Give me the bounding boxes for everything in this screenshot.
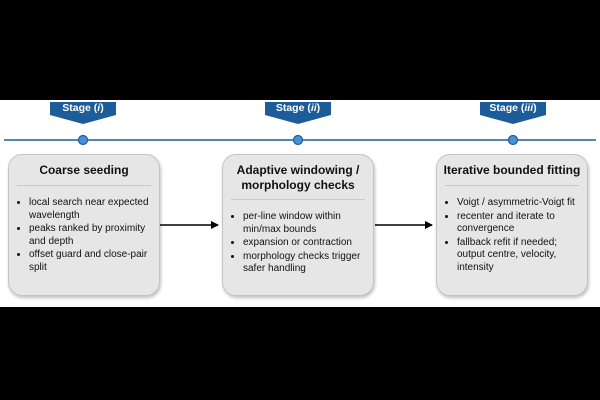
stage-tag-3: Stage (iii) [480, 102, 546, 124]
stage-2-bullet: morphology checks trigger safer handling [243, 251, 367, 276]
stage-1-bullet-list: local search near expected wavelength pe… [17, 197, 153, 276]
stage-3-bullet: Voigt / asymmetric-Voigt fit [457, 197, 581, 210]
stage-card-3: Iterative bounded fitting Voigt / asymme… [436, 154, 588, 296]
stage-1-bullet: offset guard and close-pair split [29, 249, 153, 274]
stage-3-bullet: fallback refit if needed; output centre,… [457, 237, 581, 275]
stage-1-bullet: peaks ranked by proximity and depth [29, 223, 153, 248]
stage-1-divider [17, 185, 151, 186]
stage-card-2: Adaptive windowing / morphology checks p… [222, 154, 374, 296]
stage-2-title-line-1: Adaptive windowing / [236, 163, 360, 177]
timeline-node-3 [507, 134, 519, 146]
stage-2-bullet-list: per-line window within min/max bounds ex… [231, 211, 367, 277]
stage-3-divider [445, 185, 579, 186]
timeline-node-2 [292, 134, 304, 146]
stage-2-divider [231, 199, 365, 200]
stage-2-bullet: per-line window within min/max bounds [243, 211, 367, 236]
stage-tag-2: Stage (ii) [265, 102, 331, 124]
stage-tag-1: Stage (i) [50, 102, 116, 124]
stage-3-bullet: recenter and iterate to convergence [457, 211, 581, 236]
stage-1-bullet: local search near expected wavelength [29, 197, 153, 222]
stage-2-title-line-2: morphology checks [241, 178, 355, 192]
stage-3-title: Iterative bounded fitting [443, 163, 581, 177]
stage-2-bullet: expansion or contraction [243, 237, 367, 250]
timeline-node-1 [77, 134, 89, 146]
stage-3-bullet-list: Voigt / asymmetric-Voigt fit recenter an… [445, 197, 581, 276]
stage-1-title: Coarse seeding [39, 163, 129, 177]
stage-card-1: Coarse seeding local search near expecte… [8, 154, 160, 296]
